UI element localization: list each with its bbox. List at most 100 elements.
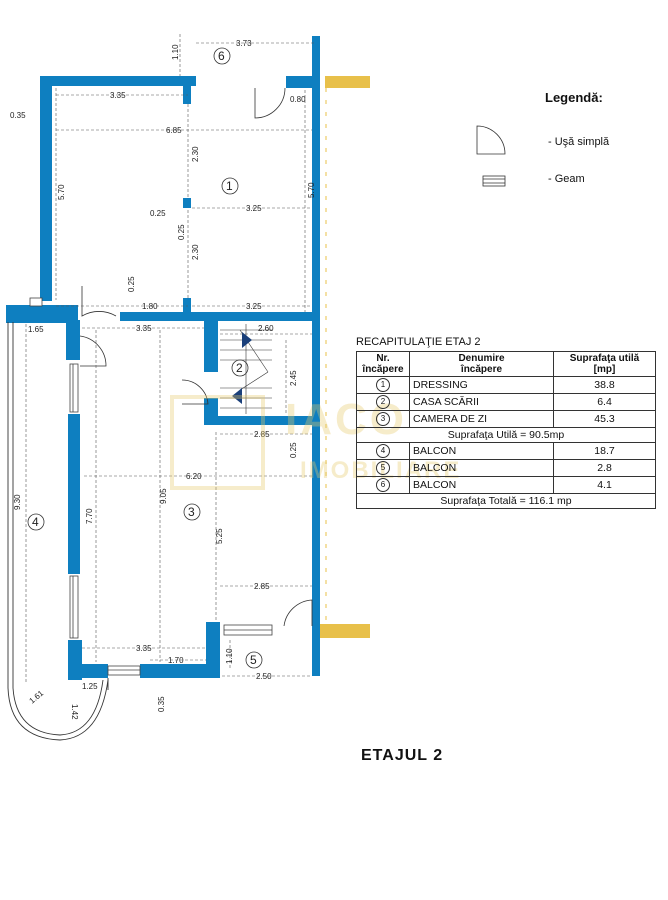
- dim-260: 2.60: [258, 324, 274, 333]
- row-area: 2.8: [553, 459, 656, 477]
- dim-250: 2.50: [256, 672, 272, 681]
- floor-title: ETAJUL 2: [361, 747, 444, 764]
- wall-left-lower: [68, 414, 80, 574]
- dim-373: 3.73: [236, 39, 252, 48]
- walls: [6, 36, 320, 680]
- dim-335b: 3.35: [136, 324, 152, 333]
- door-room1: [81, 286, 117, 317]
- windows: [29, 297, 273, 676]
- row-name: BALCON: [409, 476, 554, 494]
- row-area: 6.4: [553, 393, 656, 411]
- table-row: 4 BALCON 18.7: [356, 442, 656, 460]
- grand-total: Suprafaţa Totală = 116.1 mp: [356, 493, 656, 509]
- room-labels: 6 1 2 3 4 5: [27, 47, 263, 669]
- table-row: 6 BALCON 4.1: [356, 476, 656, 494]
- dim-685: 6.85: [166, 126, 182, 135]
- wall-bottom-pillar: [206, 622, 220, 678]
- dim-335c: 3.35: [136, 644, 152, 653]
- dim-180: 1.80: [142, 302, 158, 311]
- wall-top-right: [286, 76, 316, 88]
- stair-arrow-up: [242, 332, 252, 348]
- dim-035b: 0.35: [157, 696, 166, 712]
- wall-mid-right: [120, 312, 316, 321]
- dim-025b: 0.25: [177, 224, 186, 240]
- room-2-label: 2: [236, 361, 243, 375]
- row-nr: 2: [376, 395, 390, 409]
- dim-930: 9.30: [13, 494, 22, 510]
- recap-table: RECAPITULAŢIE ETAJ 2 Nr.încăpere Denumir…: [356, 336, 662, 509]
- dim-285a: 2.85: [254, 430, 270, 439]
- wall-mid-left: [6, 305, 78, 323]
- window-bottom: [107, 665, 141, 676]
- legend-title: Legendă:: [545, 90, 603, 105]
- wall-right: [312, 36, 320, 676]
- row-name: CAMERA DE ZI: [409, 410, 554, 428]
- row-name: CASA SCĂRII: [409, 393, 554, 411]
- door-balcony4: [79, 335, 107, 367]
- stair-arrow-down: [232, 388, 242, 404]
- dim-230a: 2.30: [191, 146, 200, 162]
- dim-035a: 0.35: [10, 111, 26, 120]
- dim-905: 9.05: [159, 488, 168, 504]
- legend-symbols: [476, 125, 506, 187]
- room-4-label: 4: [32, 515, 39, 529]
- row-name: BALCON: [409, 442, 554, 460]
- row-area: 38.8: [553, 376, 656, 394]
- room-1-label: 1: [226, 179, 233, 193]
- row-name: BALCON: [409, 459, 554, 477]
- dim-170: 1.70: [168, 656, 184, 665]
- table-row: 2 CASA SCĂRII 6.4: [356, 393, 656, 411]
- room-3-label: 3: [188, 505, 195, 519]
- row-name: DRESSING: [409, 376, 554, 394]
- staircase: [220, 324, 272, 414]
- table-row: 1 DRESSING 38.8: [356, 376, 656, 394]
- doors: [79, 87, 313, 627]
- wall-bottom-mid: [140, 664, 220, 678]
- row-nr: 6: [376, 478, 390, 492]
- room-5-label: 5: [250, 653, 257, 667]
- watermark-logo: [170, 395, 265, 490]
- useful-total-row: Suprafaţa Utilă = 90.5mp: [356, 427, 656, 443]
- dim-110b: 1.10: [225, 648, 234, 664]
- balcony4-outline: [7, 322, 109, 741]
- dim-770: 7.70: [85, 508, 94, 524]
- balcony-rail-top: [325, 76, 370, 88]
- dim-025d: 0.25: [289, 442, 298, 458]
- dim-165: 1.65: [28, 325, 44, 334]
- wall-left-room1: [40, 76, 52, 301]
- legend-window-label: - Geam: [548, 173, 585, 185]
- dim-142: 1.42: [70, 704, 79, 720]
- wall-partition-c: [183, 298, 191, 312]
- row-nr: 1: [376, 378, 390, 392]
- wall-left-lower-top: [66, 320, 80, 360]
- wall-stair-left: [204, 320, 218, 372]
- dim-161: 1.61: [28, 688, 46, 705]
- dim-570a: 5.70: [57, 184, 66, 200]
- wall-top-left: [42, 76, 196, 86]
- dim-335a: 3.35: [110, 91, 126, 100]
- table-row: 5 BALCON 2.8: [356, 459, 656, 477]
- dim-080: 0.80: [290, 95, 306, 104]
- dim-285b: 2.85: [254, 582, 270, 591]
- row-nr: 5: [376, 461, 390, 475]
- table-row: 3 CAMERA DE ZI 45.3: [356, 410, 656, 428]
- dim-325b: 3.25: [246, 302, 262, 311]
- row-nr: 3: [376, 412, 390, 426]
- row-area: 18.7: [553, 442, 656, 460]
- dim-125: 1.25: [82, 682, 98, 691]
- wall-partition-b: [183, 198, 191, 208]
- recap-title: RECAPITULAŢIE ETAJ 2: [356, 336, 481, 348]
- wall-bottom-left: [68, 664, 108, 678]
- legend-door-label: - Uşă simplă: [548, 136, 610, 148]
- door-balcony6: [254, 87, 286, 119]
- window-small: [29, 297, 43, 307]
- window-left-upper: [69, 363, 79, 413]
- dim-570b: 5.70: [307, 182, 316, 198]
- dim-245: 2.45: [289, 370, 298, 386]
- dim-110a: 1.10: [171, 44, 180, 60]
- useful-total: Suprafaţa Utilă = 90.5mp: [356, 427, 656, 443]
